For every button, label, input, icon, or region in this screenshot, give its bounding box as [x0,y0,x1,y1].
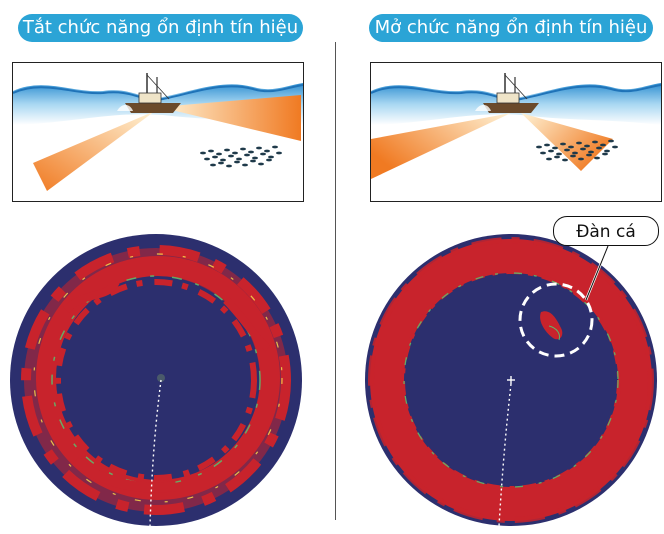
scene-illustration-right [370,62,662,202]
title-stabilizer-off: Tắt chức năng ổn định tín hiệu [18,14,303,42]
panel-divider [335,42,336,520]
sonar-beam-left [33,111,155,191]
sonar-display-left [6,230,306,530]
scene-illustration-left [12,62,304,202]
sonar-display-right [361,230,661,530]
fish-school-label: Đàn cá [553,216,659,246]
fish-school-icon [200,146,282,168]
title-stabilizer-on: Mở chức năng ổn định tín hiệu [369,14,653,42]
sonar-beam-right [521,113,613,171]
